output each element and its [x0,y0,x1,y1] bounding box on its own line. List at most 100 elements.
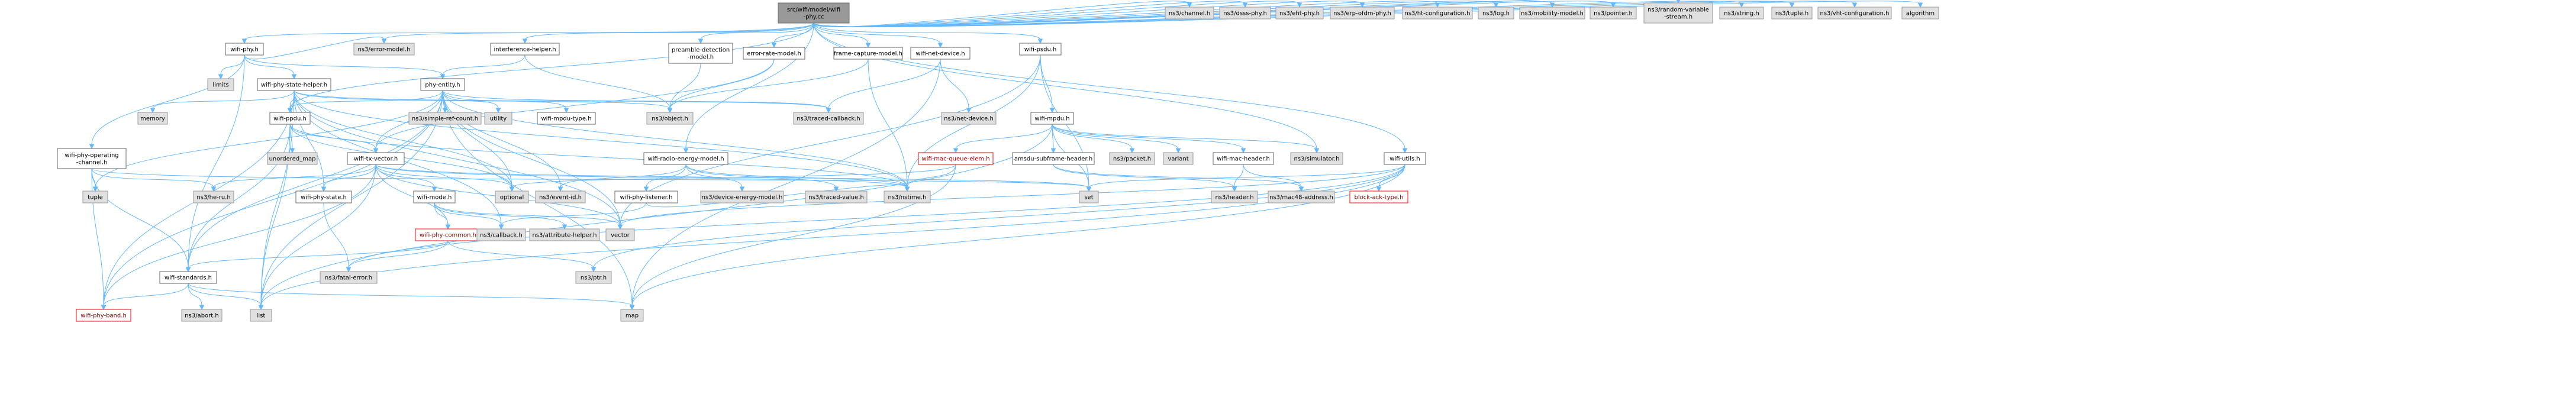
node-wifi-net-device-h[interactable]: wifi-net-device.h [910,47,971,60]
edge-wifi-mode-h-to-vector [434,202,623,230]
edge-wifi-mac-header-h-to-ns3-mac48-address-h [1243,164,1304,192]
node-label: ns3/eht-phy.h [1279,11,1320,17]
node-frame-capture-model-h[interactable]: frame-capture-model.h [833,47,903,60]
node-wifi-mpdu-type-h[interactable]: wifi-mpdu-type.h [537,112,596,125]
node-label: ns3/string.h [1724,11,1759,17]
node-label: tuple [88,195,103,201]
node-map: map [620,309,644,322]
node-label: vector [611,232,630,239]
edge-root-to-wifi-utils-h [813,22,1408,154]
node-label: ns3/he-ru.h [196,195,230,201]
edge-error-rate-model-h-to-wifi-tx-vector-h [373,59,775,154]
node-wifi-mode-h[interactable]: wifi-mode.h [413,190,456,204]
node-ns3-mobility-model-h: ns3/mobility-model.h [1519,7,1585,20]
node-ns3-attribute-helper-h: ns3/attribute-helper.h [529,228,600,241]
edge-wifi-utils-h-to-set [1086,164,1405,192]
node-root[interactable]: src/wifi/model/wifi-phy.cc [778,2,850,24]
node-label: -channel.h [76,160,108,166]
node-wifi-phy-operating-channel-h[interactable]: wifi-phy-operating-channel.h [57,148,127,169]
node-label: wifi-phy-state-helper.h [261,82,327,89]
node-ns3-ht-configuration-h: ns3/ht-configuration.h [1402,7,1473,20]
node-label: -model.h [688,54,714,61]
edge-phy-entity-h-to-wifi-mpdu-type-h [442,90,569,114]
node-ns3-net-device-h: ns3/net-device.h [941,112,997,125]
node-label: limits [212,82,228,89]
node-label: ns3/mobility-model.h [1521,11,1584,17]
node-error-rate-model-h[interactable]: error-rate-model.h [743,47,805,60]
edge-wifi-mpdu-h-to-wifi-mac-queue-elem-h [953,124,1053,154]
edge-wifi-phy-h-to-ns3-error-model-h [244,37,387,60]
node-label: ns3/abort.h [185,313,218,319]
node-utility: utility [484,112,512,125]
node-wifi-phy-listener-h[interactable]: wifi-phy-listener.h [614,190,678,204]
node-label: wifi-phy-state.h [301,195,347,201]
edge-root-to-wifi-psdu-h [813,22,1043,44]
edge-wifi-mpdu-h-to-wifi-mac-header-h [1052,124,1246,154]
node-label: ns3/dsss-phy.h [1223,11,1267,17]
node-ns3-object-h: ns3/object.h [646,112,694,125]
edge-frame-capture-model-h-to-ns3-object-h [667,59,869,114]
edge-wifi-phy-common-h-to-wifi-standards-h [185,240,449,273]
node-wifi-mac-header-h[interactable]: wifi-mac-header.h [1213,152,1274,165]
edge-wifi-mpdu-h-to-variant [1052,124,1181,154]
node-interference-helper-h[interactable]: interference-helper.h [490,43,560,56]
edge-wifi-mode-h-to-ns3-attribute-helper-h [434,202,568,230]
node-label: phy-entity.h [425,82,460,89]
edge-wifi-mode-h-to-wifi-phy-common-h [434,202,451,230]
node-wifi-standards-h[interactable]: wifi-standards.h [159,271,217,284]
node-label: amsdu-subframe-header.h [1014,156,1092,163]
node-ns3-tuple-h: ns3/tuple.h [1771,7,1813,20]
node-optional: optional [495,190,529,204]
node-wifi-phy-band-h[interactable]: wifi-phy-band.h [76,309,131,322]
node-label: frame-capture-model.h [834,51,902,57]
node-label: ns3/mac48-address.h [1269,195,1333,201]
node-preamble-detection-model-h[interactable]: preamble-detection-model.h [668,43,733,64]
node-label: ns3/traced-value.h [808,195,864,201]
node-label: list [257,313,266,319]
node-wifi-phy-state-h[interactable]: wifi-phy-state.h [295,190,352,204]
node-label: block-ack-type.h [1354,195,1403,201]
node-wifi-ppdu-h[interactable]: wifi-ppdu.h [269,112,311,125]
node-label: memory [140,116,165,122]
node-label: algorithm [1906,11,1935,17]
edge-wifi-phy-common-h-to-ns3-fatal-error-h [346,240,449,273]
node-amsdu-subframe-header-h[interactable]: amsdu-subframe-header.h [1012,152,1095,165]
node-ns3-pointer-h: ns3/pointer.h [1590,7,1637,20]
node-label: wifi-phy-common.h [420,232,476,239]
node-wifi-phy-h[interactable]: wifi-phy.h [225,43,264,56]
node-label: ns3/device-energy-model.h [702,195,783,201]
node-wifi-phy-state-helper-h[interactable]: wifi-phy-state-helper.h [257,78,331,91]
edge-root-to-interference-helper-h [522,22,814,44]
edge-phy-entity-h-to-vector [442,90,623,230]
node-wifi-phy-common-h[interactable]: wifi-phy-common.h [415,228,481,241]
node-ns3-ptr-h: ns3/ptr.h [575,271,612,284]
node-wifi-utils-h[interactable]: wifi-utils.h [1384,152,1426,165]
node-label: -stream.h [1664,14,1692,21]
node-phy-entity-h[interactable]: phy-entity.h [420,78,465,91]
node-label: ns3/vht-configuration.h [1820,11,1890,17]
node-wifi-psdu-h[interactable]: wifi-psdu.h [1019,43,1062,56]
node-label: wifi-mac-queue-elem.h [921,156,989,163]
node-label: wifi-phy-band.h [80,313,127,319]
node-label: ns3/traced-callback.h [797,116,860,122]
node-label: ns3/tuple.h [1775,11,1808,17]
node-label: unordered_map [269,156,316,163]
node-label: ns3/callback.h [480,232,523,239]
edge-wifi-tx-vector-h-to-wifi-phy-state-h [321,164,376,192]
node-wifi-mac-queue-elem-h[interactable]: wifi-mac-queue-elem.h [918,152,994,165]
edge-phy-entity-h-to-tuple [92,90,443,192]
edge-preamble-detection-model-h-to-ns3-object-h [667,63,701,114]
node-label: wifi-phy.h [230,47,259,53]
edge-root-to-error-rate-model-h [771,22,814,49]
edge-wifi-radio-energy-model-h-to-ns3-event-id-h [557,164,686,192]
edge-wifi-phy-listener-h-to-ns3-callback-h [498,202,647,230]
edge-root-to-frame-capture-model-h [813,22,871,49]
node-block-ack-type-h[interactable]: block-ack-type.h [1349,190,1408,204]
node-ns3-dsss-phy-h: ns3/dsss-phy.h [1219,7,1271,20]
node-ns3-he-ru-h: ns3/he-ru.h [193,190,234,204]
node-unordered-map: unordered_map [267,152,318,165]
node-wifi-mpdu-h[interactable]: wifi-mpdu.h [1030,112,1074,125]
node-wifi-radio-energy-model-h[interactable]: wifi-radio-energy-model.h [643,152,728,165]
node-wifi-tx-vector-h[interactable]: wifi-tx-vector.h [347,152,405,165]
